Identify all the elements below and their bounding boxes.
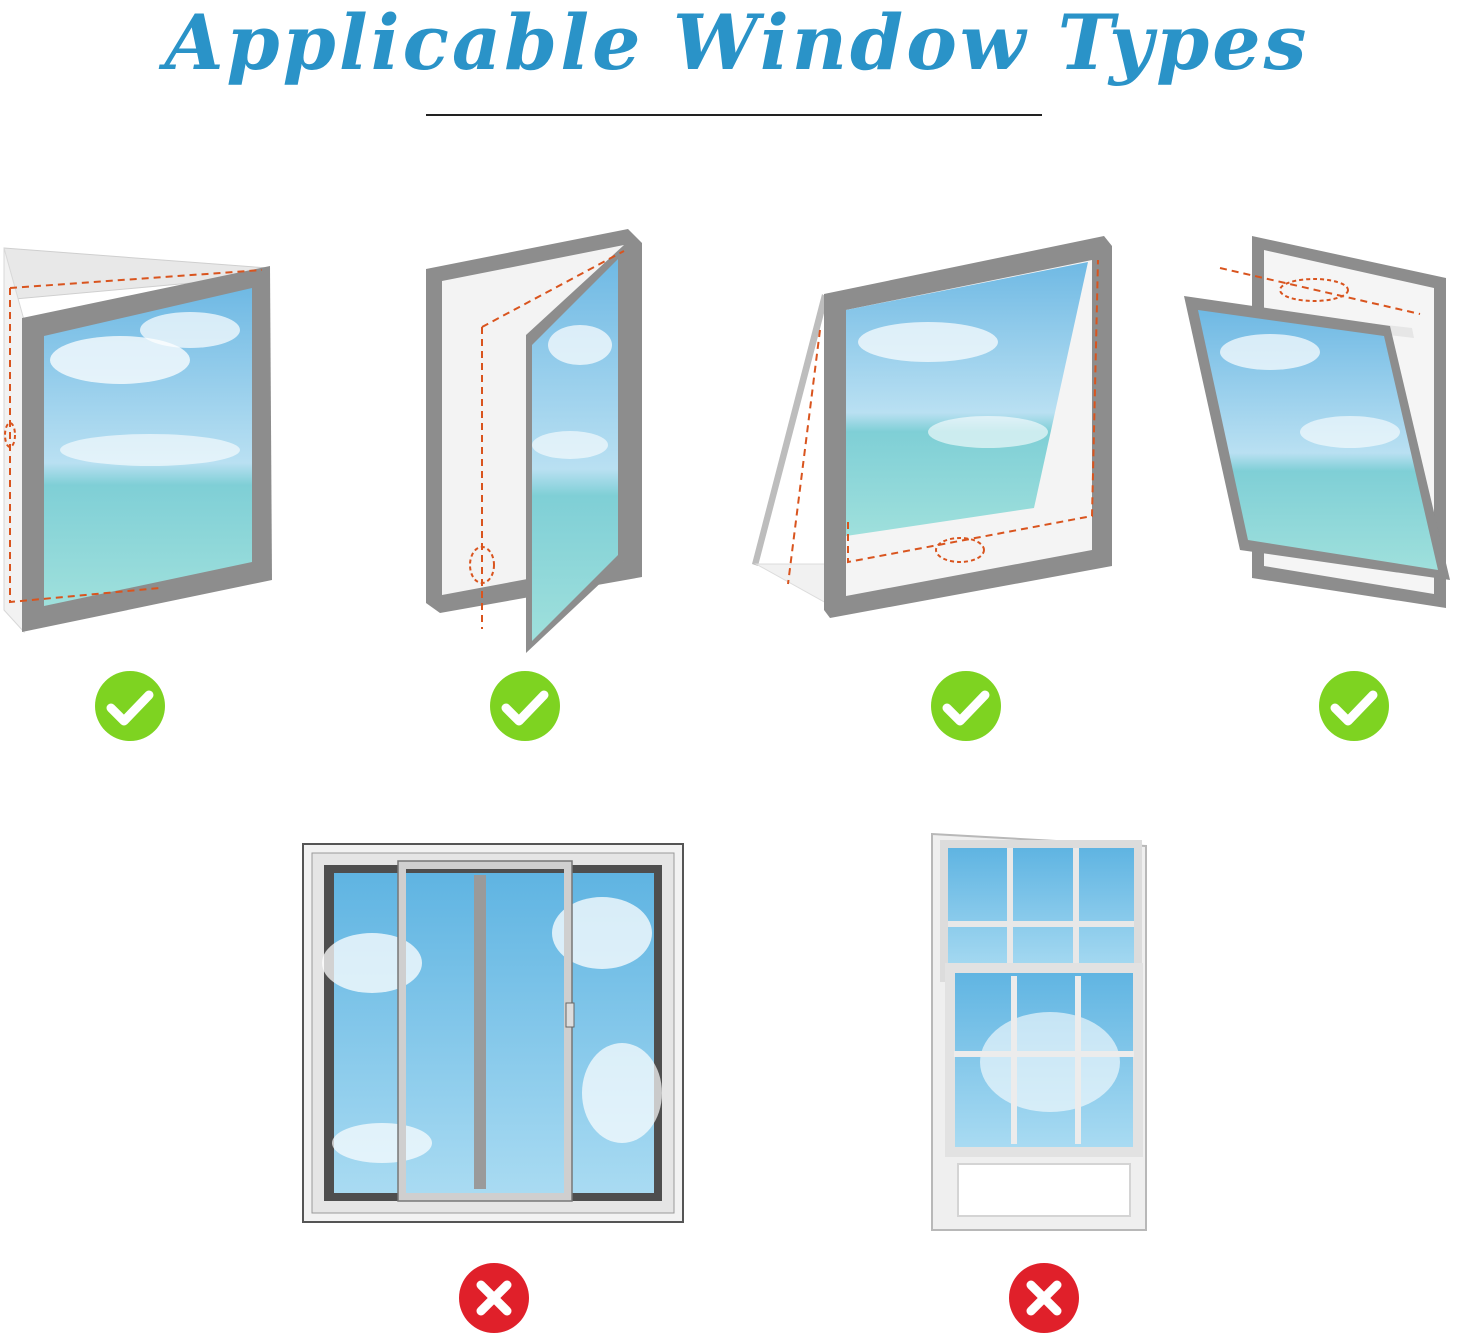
check-icon	[95, 671, 165, 741]
page-title: Applicable Window Types	[164, 0, 1310, 87]
casement-window-inward	[426, 229, 642, 653]
hopper-window	[1184, 236, 1450, 608]
cross-icon	[459, 1263, 529, 1333]
check-icon	[490, 671, 560, 741]
check-icon	[1319, 671, 1389, 741]
sliding-window	[302, 843, 684, 1223]
check-icon	[931, 671, 1001, 741]
awning-window	[752, 236, 1112, 618]
title-divider	[426, 114, 1042, 116]
double-hung-window	[931, 832, 1147, 1231]
cross-icon	[1009, 1263, 1079, 1333]
casement-window-outward	[3, 247, 272, 634]
